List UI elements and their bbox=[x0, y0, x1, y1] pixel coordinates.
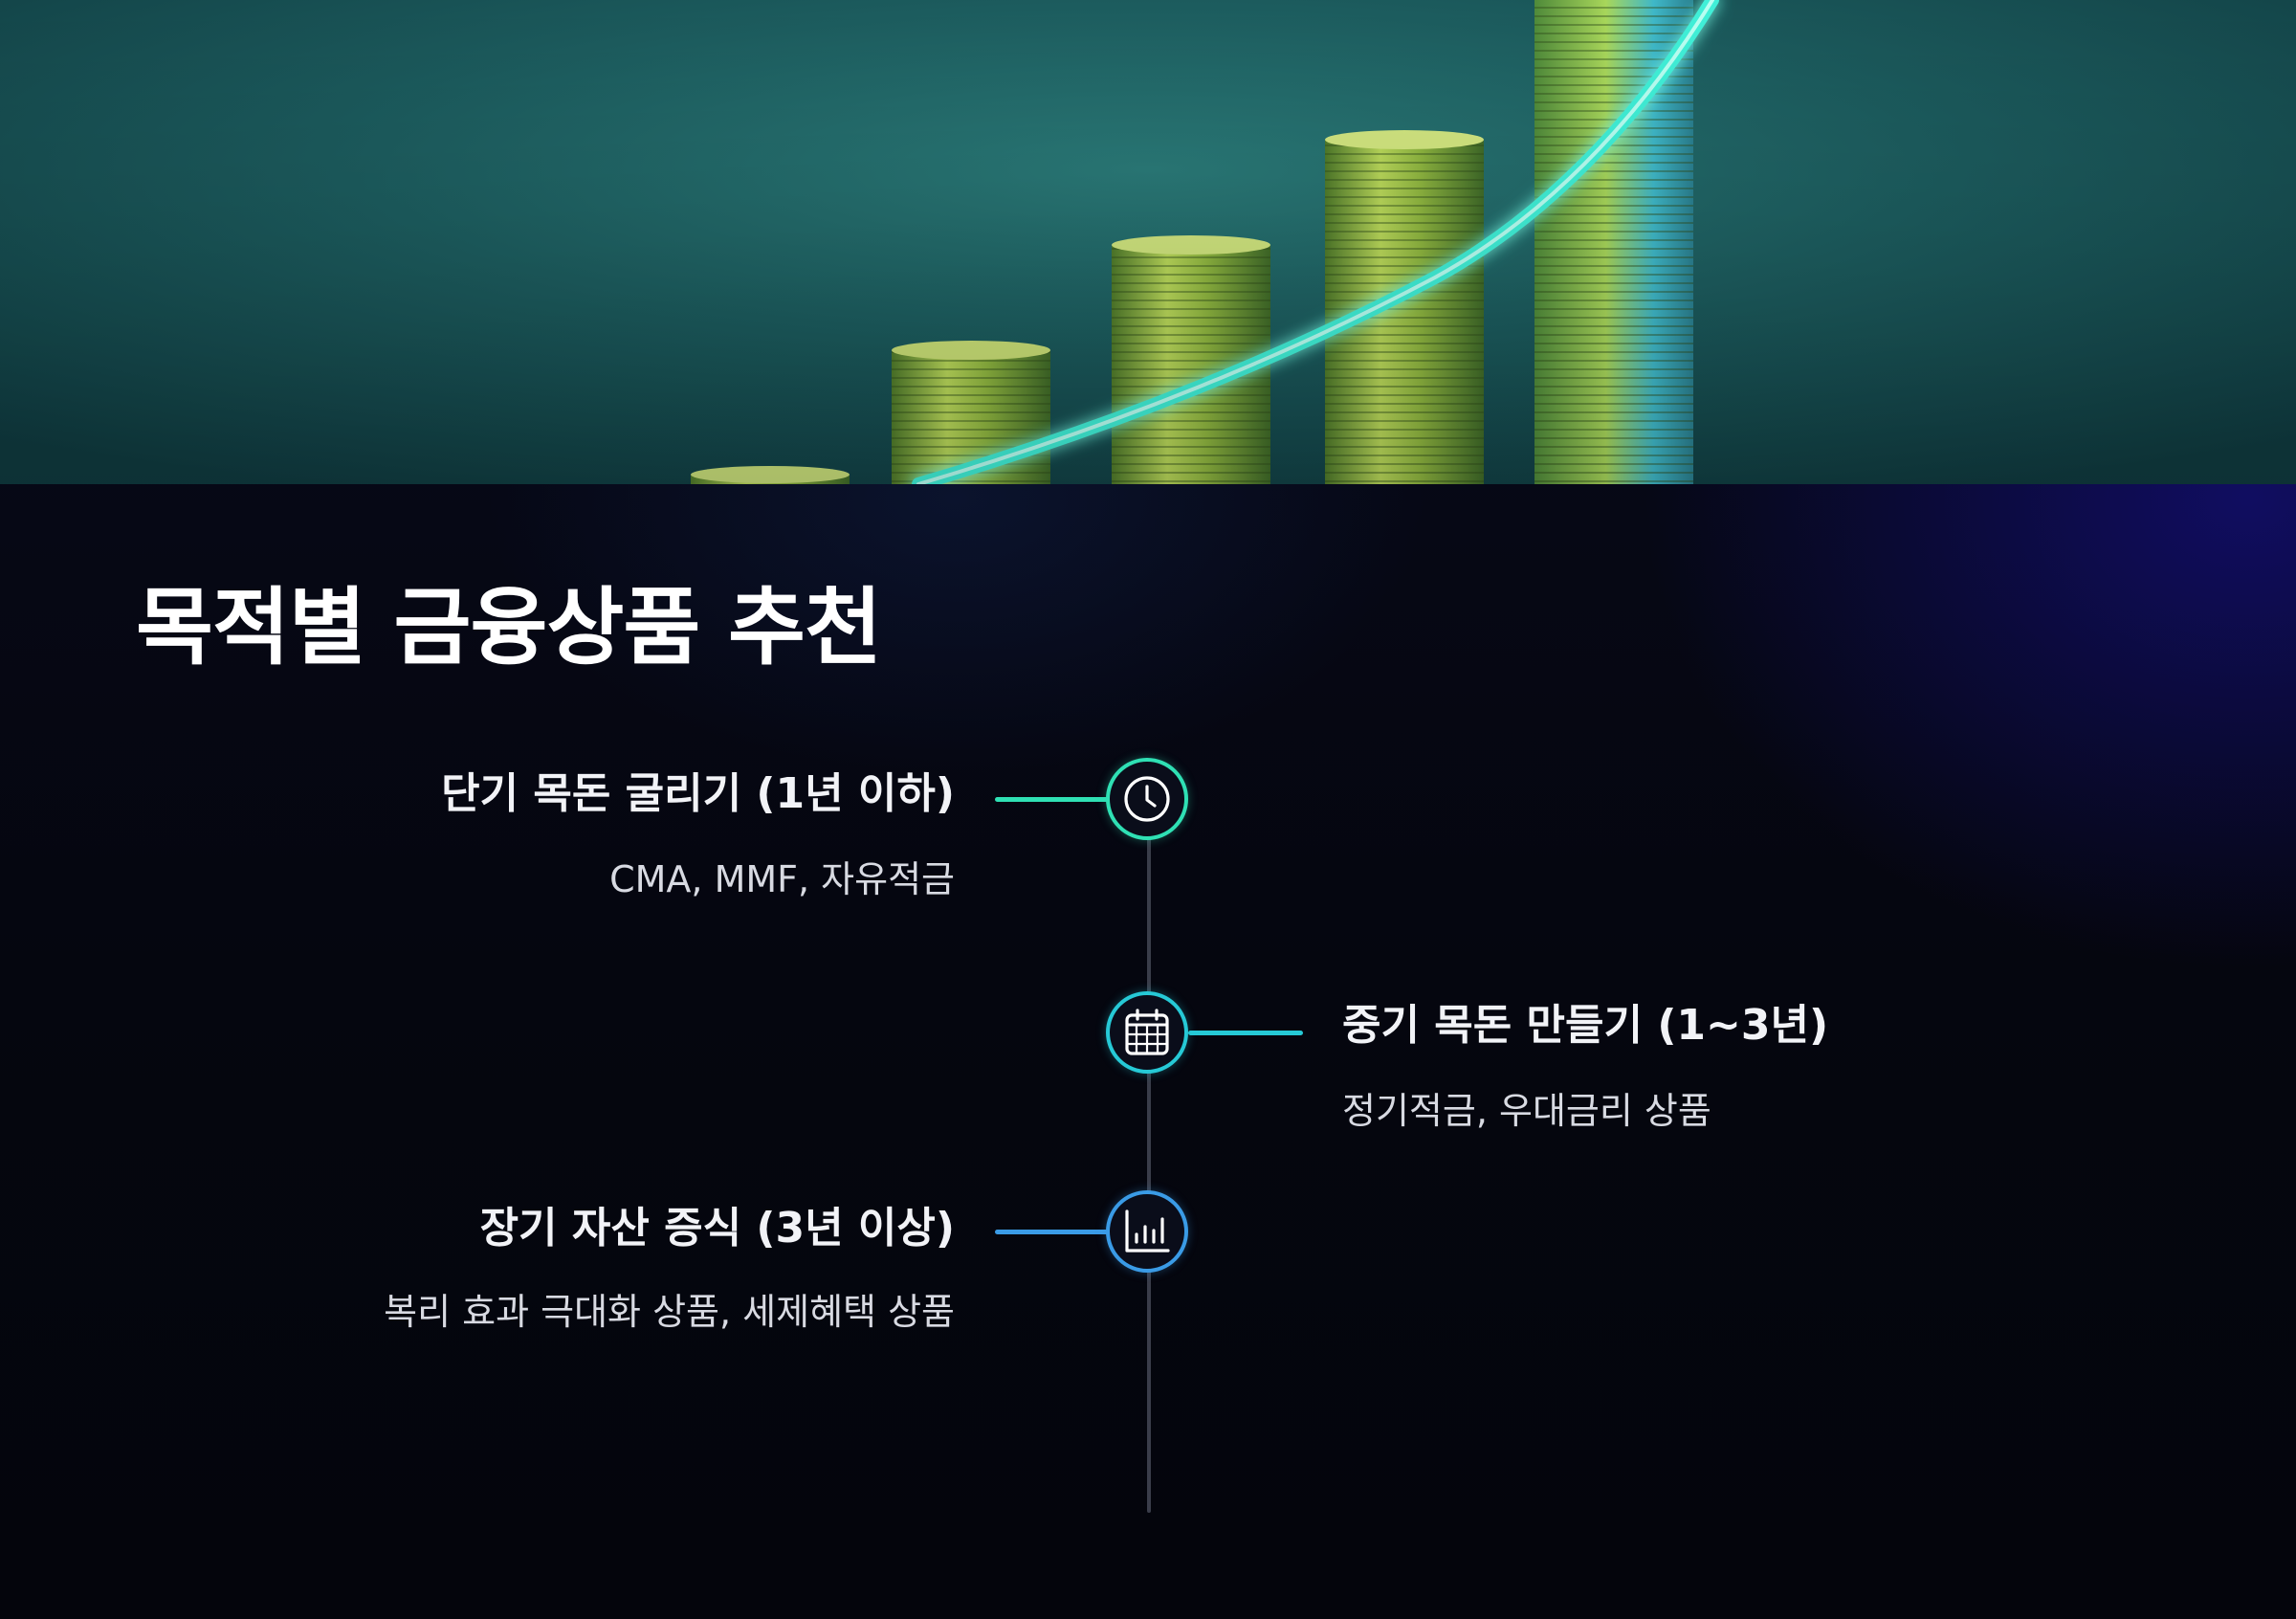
timeline-item-title-short-term: 단기 목돈 굴리기 (1년 이하) bbox=[441, 769, 955, 818]
timeline-node-long-term bbox=[1106, 1190, 1188, 1273]
timeline-item-title-long-term: 장기 자산 증식 (3년 이상) bbox=[479, 1204, 955, 1253]
timeline-item-desc-long-term: 복리 효과 극대화 상품, 세제혜택 상품 bbox=[384, 1291, 955, 1333]
page-title: 목적별 금융상품 추천 bbox=[136, 578, 882, 676]
clock-icon bbox=[1124, 776, 1170, 822]
timeline-item-desc-short-term: CMA, MMF, 자유적금 bbox=[609, 858, 955, 900]
connector-short-term bbox=[995, 797, 1110, 802]
hero-image bbox=[0, 0, 2296, 484]
timeline-line bbox=[1147, 799, 1151, 1513]
timeline-node-short-term bbox=[1106, 758, 1188, 840]
timeline-item-title-mid-term: 중기 목돈 만들기 (1~3년) bbox=[1342, 1001, 1829, 1050]
calendar-icon bbox=[1125, 1009, 1169, 1055]
bar-chart-icon bbox=[1125, 1209, 1170, 1253]
timeline-item-desc-mid-term: 정기적금, 우대금리 상품 bbox=[1342, 1090, 1711, 1132]
coin-stacks-illustration bbox=[0, 0, 2296, 484]
timeline-node-mid-term bbox=[1106, 991, 1188, 1074]
connector-mid-term bbox=[1188, 1031, 1303, 1035]
connector-long-term bbox=[995, 1230, 1110, 1234]
